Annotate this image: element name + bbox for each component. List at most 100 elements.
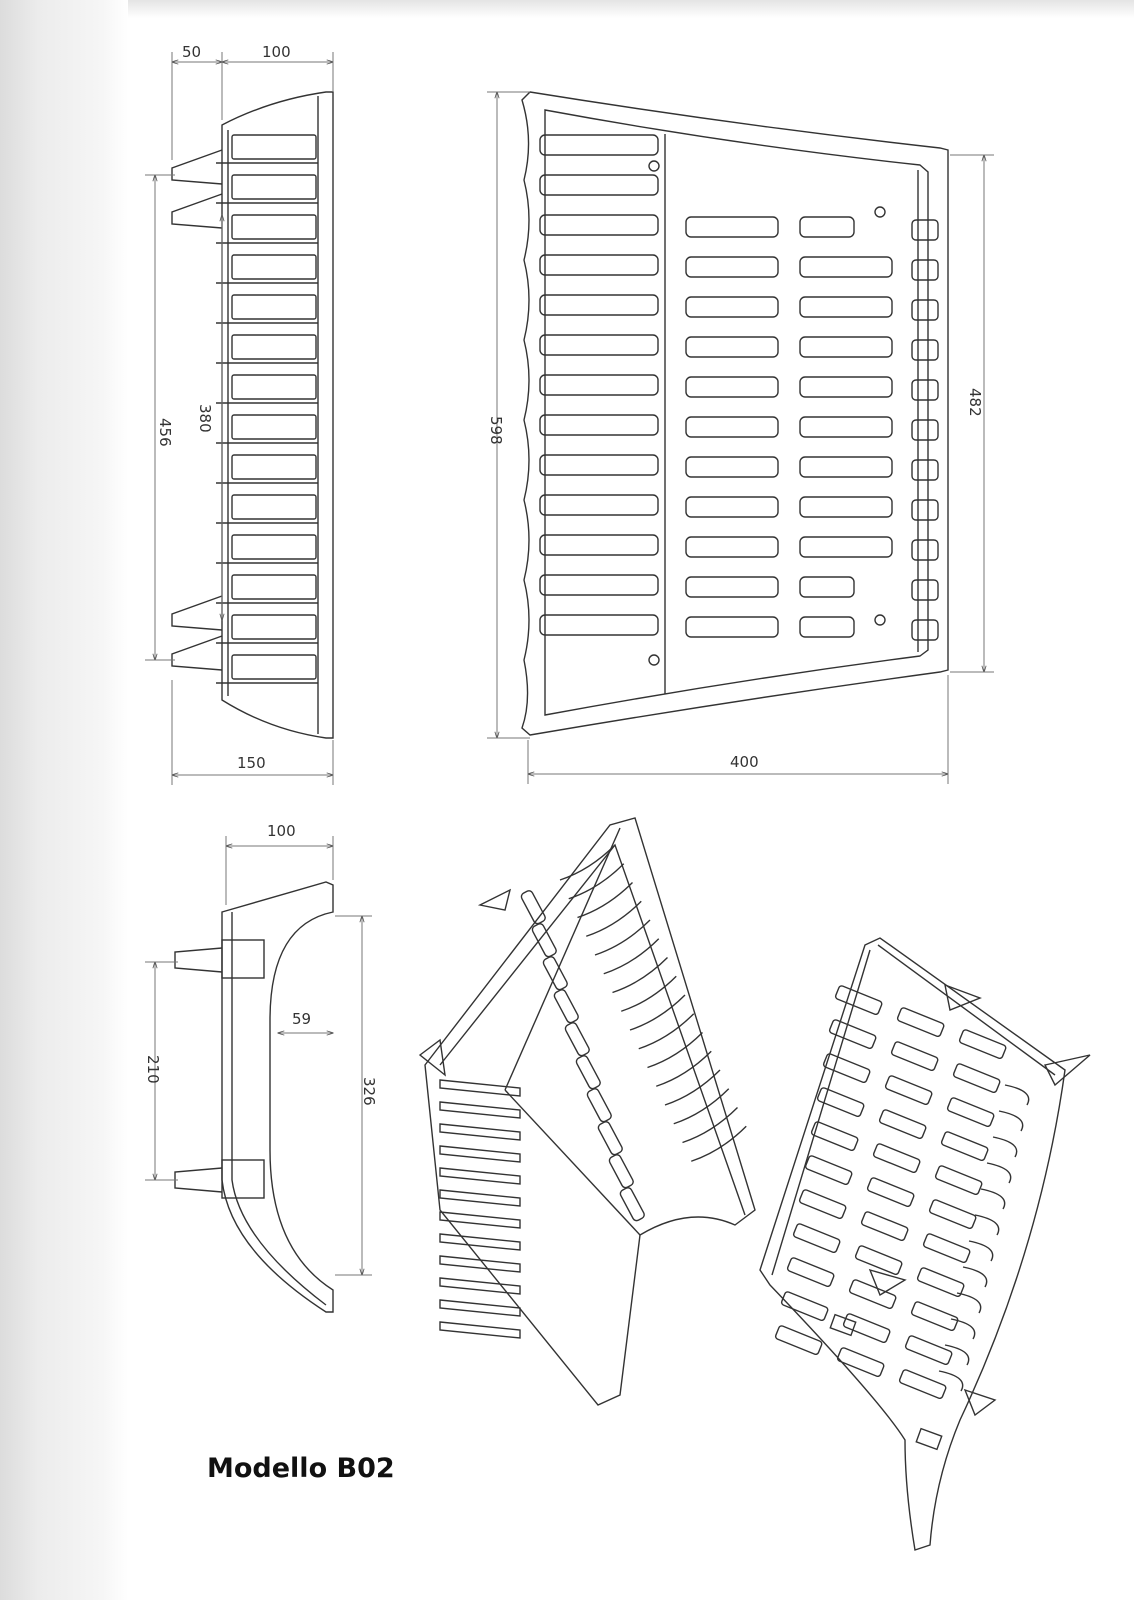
- dim-side-top-right: 100: [262, 43, 291, 61]
- front-tab: [911, 579, 939, 601]
- iso-inner-fin: [439, 1233, 521, 1251]
- side-slat: [231, 174, 317, 200]
- isometric-view-inner: [418, 817, 756, 1406]
- dim-front-right-height: 482: [966, 388, 984, 417]
- front-slot-left: [539, 614, 659, 636]
- isometric-inner-bars: [559, 844, 747, 1162]
- front-slot-middle: [685, 376, 779, 398]
- iso-outer-slot: [836, 1347, 885, 1378]
- iso-inner-fin: [439, 1079, 521, 1097]
- iso-inner-fin: [439, 1167, 521, 1185]
- iso-outer-slot: [872, 1143, 921, 1174]
- side-view-drawing: [171, 91, 334, 739]
- iso-inner-slot: [520, 890, 546, 925]
- front-slot-right: [799, 336, 893, 358]
- dim-section-top-width: 100: [267, 822, 296, 840]
- front-slot-left: [539, 214, 659, 236]
- iso-outer-rib: [1004, 1084, 1030, 1106]
- iso-inner-slot: [564, 1022, 590, 1057]
- front-view-dimensions: [487, 92, 994, 784]
- iso-inner-slot: [575, 1055, 601, 1090]
- iso-outer-slot: [822, 1053, 871, 1084]
- side-slat: [231, 214, 317, 240]
- iso-outer-slot: [780, 1291, 829, 1322]
- model-title: Modello B02: [207, 1453, 395, 1484]
- side-slat: [231, 494, 317, 520]
- bolt-hole: [874, 614, 886, 626]
- front-slot-middle: [685, 496, 779, 518]
- iso-outer-slot: [884, 1075, 933, 1106]
- iso-outer-slot: [898, 1369, 947, 1400]
- iso-inner-slot: [531, 923, 557, 958]
- scan-shadow-top: [128, 0, 1134, 18]
- side-slat: [231, 614, 317, 640]
- iso-inner-bar: [577, 882, 633, 919]
- iso-inner-bar: [621, 975, 677, 1012]
- iso-inner-fin: [439, 1277, 521, 1295]
- dim-side-bottom-width: 150: [237, 754, 266, 772]
- section-view-dimensions: [145, 836, 372, 1275]
- front-tab: [911, 499, 939, 521]
- front-slot-left: [539, 374, 659, 396]
- front-slot-middle: [685, 576, 779, 598]
- iso-inner-bar: [682, 1107, 738, 1144]
- front-slot-right: [799, 216, 855, 238]
- front-slot-right: [799, 376, 893, 398]
- iso-outer-rib: [980, 1188, 1006, 1210]
- iso-inner-bar: [664, 1069, 721, 1106]
- iso-outer-rib: [962, 1266, 988, 1288]
- iso-outer-rib: [968, 1240, 994, 1262]
- bolt-hole: [874, 206, 886, 218]
- front-view-right-tabs: [911, 219, 939, 641]
- front-tab: [911, 619, 939, 641]
- front-slot-middle: [685, 296, 779, 318]
- side-slat: [231, 454, 317, 480]
- side-pin: [171, 193, 223, 229]
- iso-outer-slot: [792, 1223, 841, 1254]
- iso-inner-bar: [638, 1013, 695, 1050]
- front-slot-left: [539, 294, 659, 316]
- iso-outer-slot: [834, 985, 883, 1016]
- side-slat: [231, 334, 317, 360]
- iso-outer-slot: [774, 1325, 823, 1356]
- bolt-hole: [648, 654, 660, 666]
- iso-outer-rib: [974, 1214, 1000, 1236]
- iso-inner-bar: [594, 919, 651, 956]
- iso-inner-bar: [586, 900, 642, 937]
- front-slot-left: [539, 574, 659, 596]
- iso-outer-rib: [944, 1344, 970, 1366]
- side-slat: [231, 534, 317, 560]
- front-view-drawing: [521, 91, 949, 736]
- side-pin: [171, 595, 223, 631]
- iso-outer-slot: [890, 1041, 939, 1072]
- isometric-inner-slots: [520, 890, 645, 1222]
- iso-outer-rib: [998, 1110, 1024, 1132]
- dim-side-height-total: 456: [156, 418, 174, 447]
- iso-outer-rib: [938, 1370, 964, 1392]
- dim-front-height: 598: [487, 416, 505, 445]
- side-slat: [231, 294, 317, 320]
- section-view-drawing: [174, 881, 334, 1313]
- front-slot-left: [539, 494, 659, 516]
- iso-inner-fin: [439, 1123, 521, 1141]
- iso-inner-slot: [542, 956, 568, 991]
- iso-outer-slot: [934, 1165, 983, 1196]
- iso-outer-slot: [798, 1189, 847, 1220]
- iso-inner-fin: [439, 1189, 521, 1207]
- iso-inner-fin: [439, 1101, 521, 1119]
- iso-outer-slot: [810, 1121, 859, 1152]
- front-slot-right: [799, 576, 855, 598]
- front-tab: [911, 299, 939, 321]
- iso-inner-bar: [603, 938, 660, 975]
- dim-front-width: 400: [730, 753, 759, 771]
- iso-outer-slot: [848, 1279, 897, 1310]
- iso-inner-fin: [439, 1299, 521, 1317]
- front-slot-left: [539, 254, 659, 276]
- front-slot-left: [539, 174, 659, 196]
- iso-outer-slot: [866, 1177, 915, 1208]
- iso-outer-slot: [958, 1029, 1007, 1060]
- scan-shadow-left: [0, 0, 128, 1600]
- dim-side-top-left: 50: [182, 43, 201, 61]
- isometric-outer-slots: [774, 985, 1007, 1400]
- iso-outer-slot: [786, 1257, 835, 1288]
